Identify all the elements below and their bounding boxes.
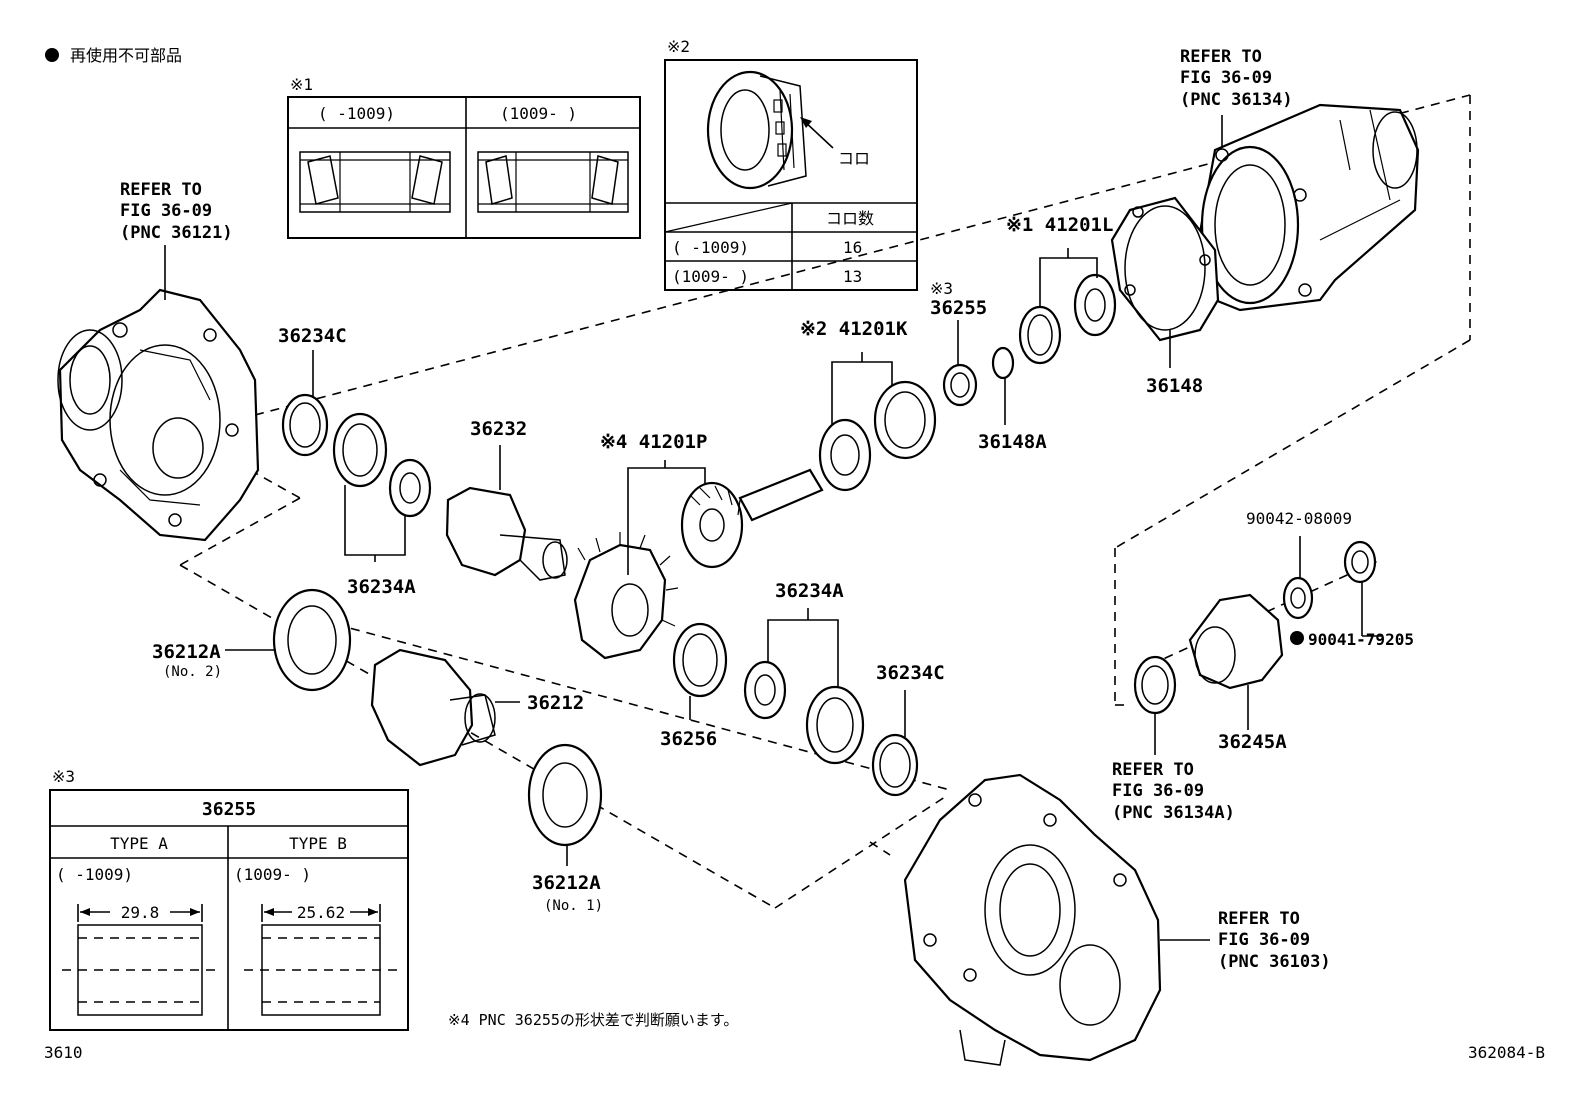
bearing-36212a-no1-icon <box>527 743 603 847</box>
part-36212a-no2[interactable]: 36212A <box>152 641 221 663</box>
ref-36134a-line3: (PNC 36134A) <box>1112 803 1235 823</box>
footer-left-code: 3610 <box>44 1043 83 1062</box>
nut-90041-icon <box>1343 540 1377 584</box>
table-2-row2-range: (1009- ) <box>672 267 749 286</box>
lower-left-parts <box>272 588 603 847</box>
table-2: ※2 コロ コロ数 ( -1009) 16 (1009- ) 13 <box>664 37 918 291</box>
left-case-housing <box>57 288 260 542</box>
ref-36121-line3: (PNC 36121) <box>120 223 233 243</box>
bearing-cup-36234a-right-icon <box>805 685 865 765</box>
collar-36255-icon <box>942 363 978 407</box>
tapered-roller-bearing-icon <box>706 70 807 190</box>
legend-text: 再使用不可部品 <box>70 46 182 65</box>
part-36212a-no1[interactable]: 36212A <box>532 872 601 894</box>
ref-36103-line2: FIG 36-09 <box>1218 930 1310 950</box>
table-1: ※1 ( -1009) (1009- ) <box>287 75 641 239</box>
table-3-dim-a: 29.8 <box>121 903 160 922</box>
ref-36103[interactable]: REFER TO FIG 36-09 (PNC 36103) <box>1218 909 1331 972</box>
snap-ring-36148a-icon <box>991 346 1015 380</box>
table-3: ※3 36255 TYPE A TYPE B ( -1009) (1009- )… <box>49 767 409 1031</box>
upper-bearing-parts <box>818 273 1117 492</box>
idler-gear-36232-icon <box>445 486 568 581</box>
washer-90042-icon <box>1282 576 1314 620</box>
bearing-section-b-icon <box>477 151 629 213</box>
ref-36121-line1: REFER TO <box>120 180 202 200</box>
footer-right-code: 362084-B <box>1468 1043 1545 1062</box>
table-2-row1-range: ( -1009) <box>672 238 749 257</box>
table-3-title: 36255 <box>202 799 256 820</box>
table-2-roller-label: コロ <box>838 149 870 168</box>
table-2-row1-count: 16 <box>843 238 862 257</box>
ref-36103-line1: REFER TO <box>1218 909 1300 929</box>
ref-36121[interactable]: REFER TO FIG 36-09 (PNC 36121) <box>120 180 233 243</box>
part-36234a-right[interactable]: 36234A <box>775 580 844 602</box>
ring-gear-41201p-icon <box>573 532 679 660</box>
legend-dot-icon <box>45 48 59 62</box>
part-36148a[interactable]: 36148A <box>978 431 1047 453</box>
left-upper-parts <box>281 393 432 518</box>
part-36245a[interactable]: 36245A <box>1218 731 1287 753</box>
lower-middle-parts <box>672 622 919 797</box>
lower-right-case-housing <box>903 773 1162 1066</box>
ref-36134-line2: FIG 36-09 <box>1180 68 1272 88</box>
table-3-range-a: ( -1009) <box>56 865 133 884</box>
pinion-shaft-41201p-icon <box>680 468 824 569</box>
bearing-cone-36234a-right-icon <box>743 660 787 720</box>
table-1-col1: ( -1009) <box>318 104 395 123</box>
table-1-col2: (1009- ) <box>500 104 577 123</box>
part-36212[interactable]: 36212 <box>527 692 584 714</box>
part-41201p[interactable]: ※4 41201P <box>600 431 707 453</box>
gasket-36148-icon <box>1110 196 1220 342</box>
part-36212a-no2-sub: (No. 2) <box>163 664 222 680</box>
right-flange-parts <box>1133 540 1377 715</box>
ref-36121-line2: FIG 36-09 <box>120 201 212 221</box>
part-36234c-top[interactable]: 36234C <box>278 325 347 347</box>
table-2-row2-count: 13 <box>843 267 862 286</box>
extension-housing <box>1193 103 1420 312</box>
non-reusable-dot-icon <box>1290 631 1304 645</box>
ref-36134a[interactable]: REFER TO FIG 36-09 (PNC 36134A) <box>1112 760 1235 823</box>
table-2-mark: ※2 <box>667 37 690 56</box>
legend: 再使用不可部品 <box>45 46 182 65</box>
output-gear-36212-icon <box>370 648 474 767</box>
table-3-range-b: (1009- ) <box>234 865 311 884</box>
table-3-type-b: TYPE B <box>289 834 347 853</box>
table-3-dim-b: 25.62 <box>297 903 345 922</box>
part-41201k[interactable]: ※2 41201K <box>800 318 908 340</box>
part-36148[interactable]: 36148 <box>1146 375 1203 397</box>
bearing-cup-41201k-icon <box>873 380 937 460</box>
part-36232[interactable]: 36232 <box>470 418 527 440</box>
spacer-36256-icon <box>672 622 728 698</box>
part-36234c-bottom[interactable]: 36234C <box>876 662 945 684</box>
part-90042-08009[interactable]: 90042-08009 <box>1246 509 1352 528</box>
part-labels: 36234C 36234A 36232 ※4 41201P ※2 41201K … <box>152 214 1414 914</box>
bearing-section-a-icon <box>299 151 451 213</box>
bearing-36212a-no2-icon <box>272 588 352 692</box>
ref-36134a-line1: REFER TO <box>1112 760 1194 780</box>
ref-36134a-line2: FIG 36-09 <box>1112 781 1204 801</box>
part-36212a-no1-sub: (No. 1) <box>544 898 603 914</box>
table-3-mark: ※3 <box>52 767 75 786</box>
part-36255-mark: ※3 <box>930 279 953 298</box>
ref-36103-line3: (PNC 36103) <box>1218 952 1331 972</box>
note-4: ※4 PNC 36255の形状差で判断願います。 <box>448 1011 738 1029</box>
part-90041-79205[interactable]: 90041-79205 <box>1308 630 1414 649</box>
flange-36245a-icon <box>1188 593 1284 690</box>
ref-36134-line3: (PNC 36134) <box>1180 90 1293 110</box>
ref-36134[interactable]: REFER TO FIG 36-09 (PNC 36134) <box>1180 47 1293 110</box>
table-3-type-a: TYPE A <box>110 834 168 853</box>
table-1-mark: ※1 <box>290 75 313 94</box>
bearing-cone-41201l-icon <box>1073 273 1117 337</box>
leader-lines <box>164 115 1382 941</box>
part-36255[interactable]: 36255 <box>930 297 987 319</box>
part-36256[interactable]: 36256 <box>660 728 717 750</box>
part-41201l[interactable]: ※1 41201L <box>1006 214 1113 236</box>
ref-36134-line1: REFER TO <box>1180 47 1262 67</box>
part-36234a-left[interactable]: 36234A <box>347 576 416 598</box>
table-2-header: コロ数 <box>826 209 874 228</box>
bearing-cup-36234a-left-icon <box>332 412 388 488</box>
bearing-cone-36234a-left-icon <box>388 458 432 518</box>
bearing-cone-41201k-icon <box>818 418 872 492</box>
